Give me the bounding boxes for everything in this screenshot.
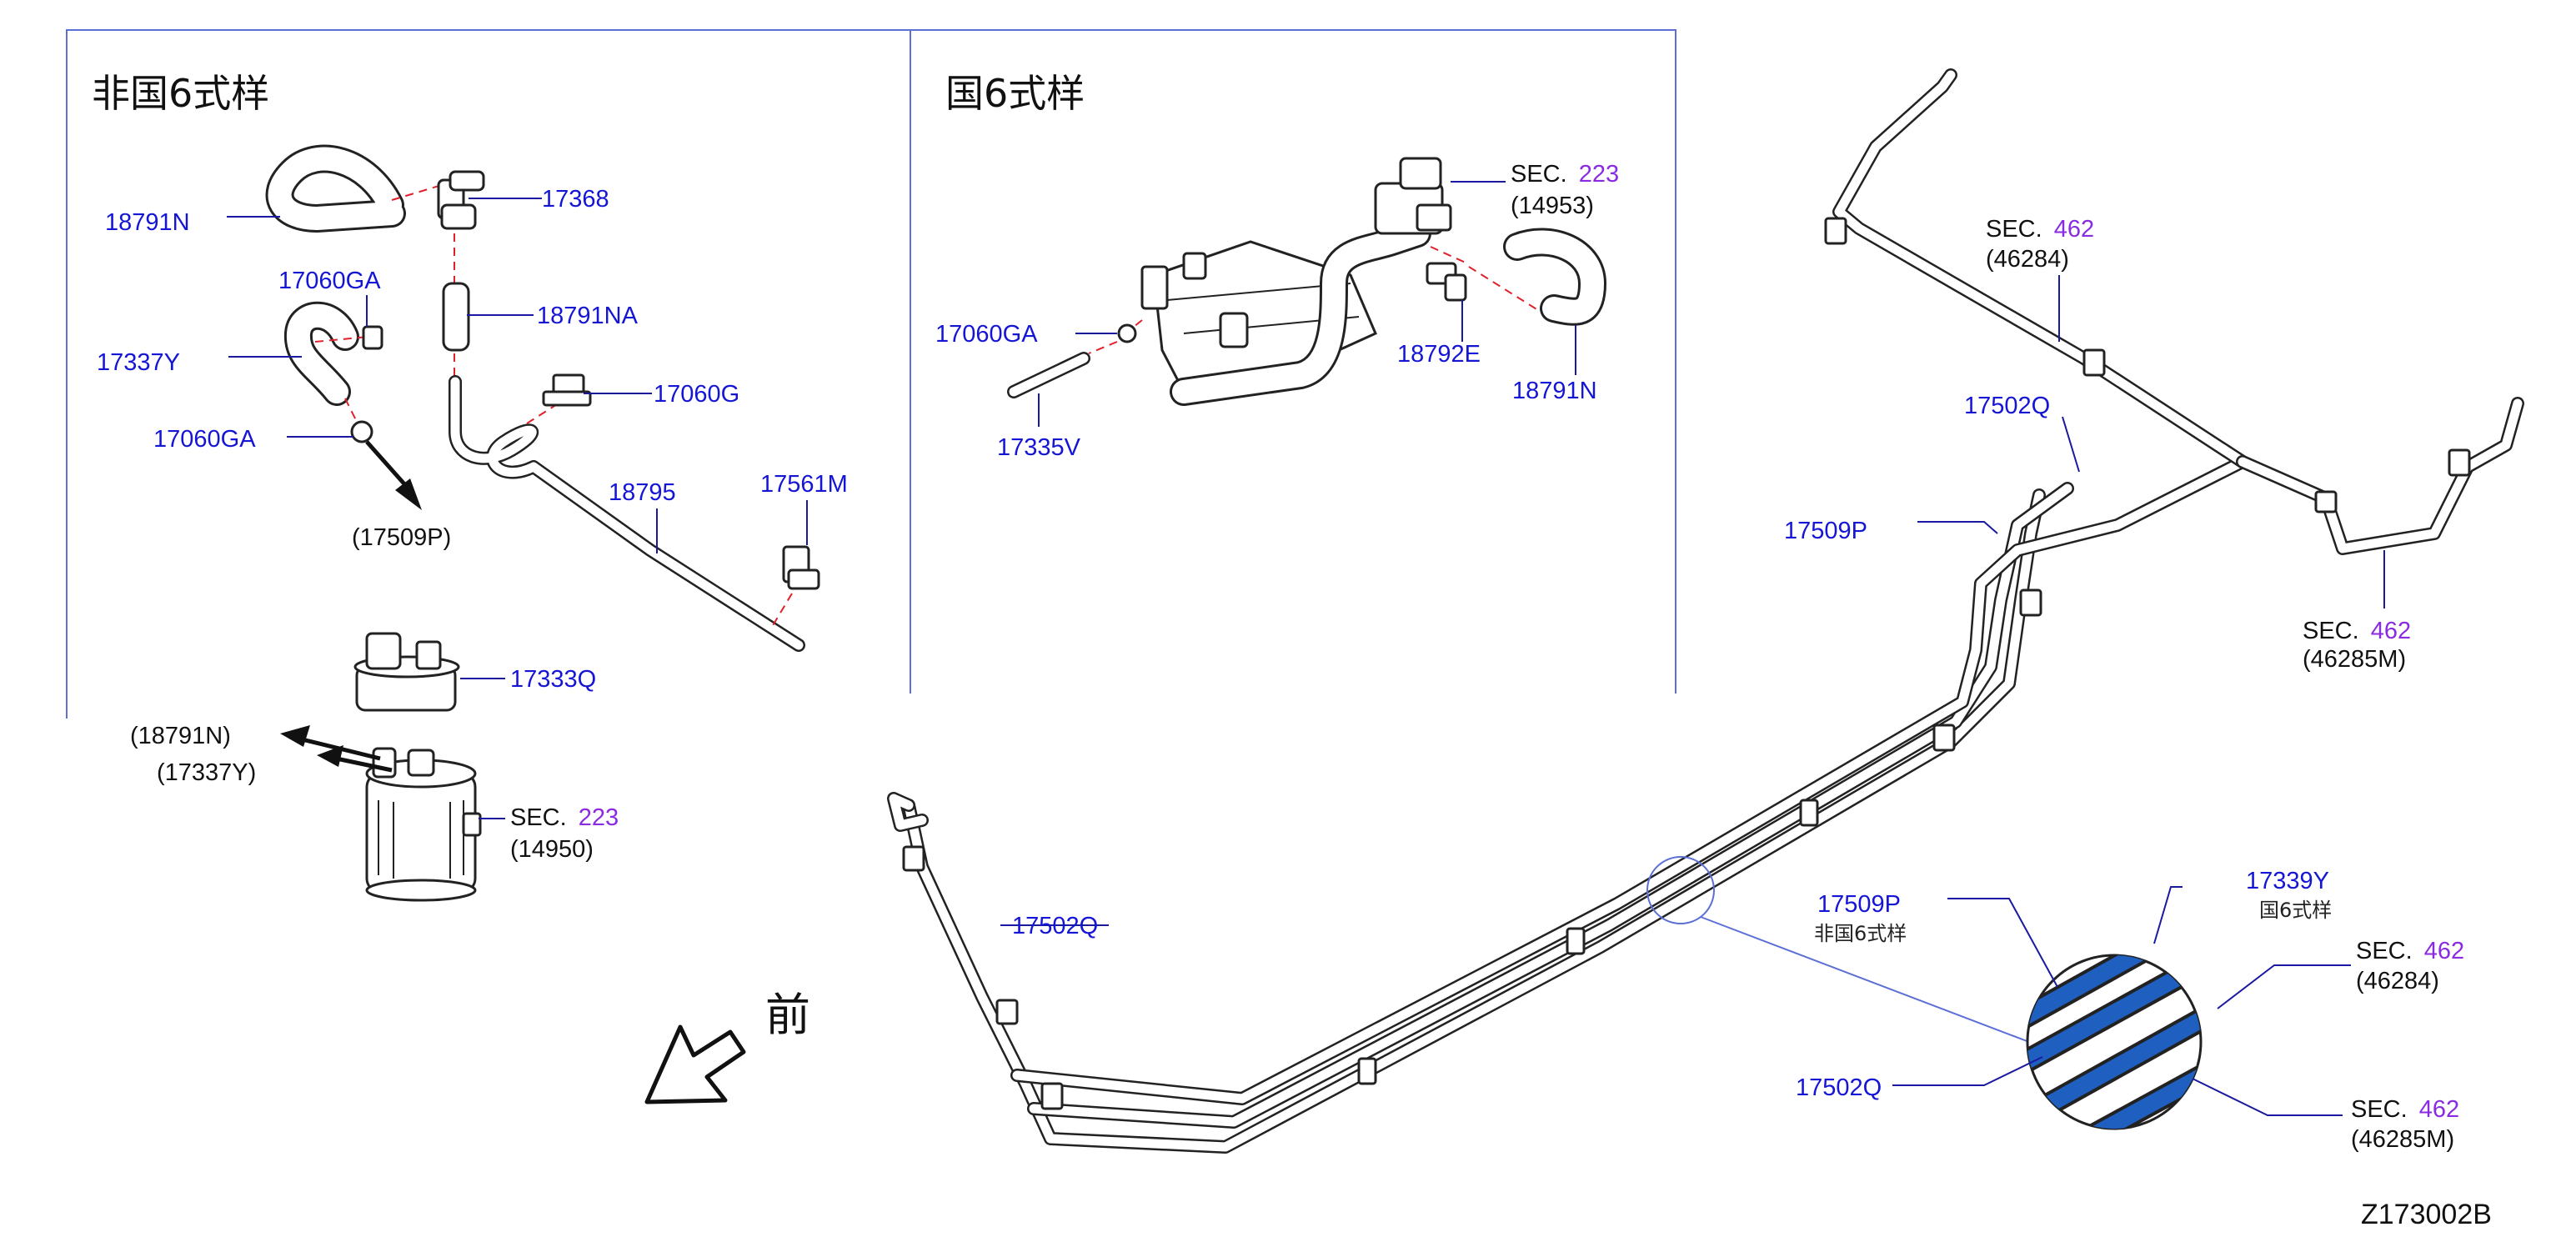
arrow-head [280,725,310,747]
clamp-17060GA-mid-drawing [1117,323,1137,343]
sec-number: 223 [579,804,619,831]
front-label: 前 [765,989,810,1041]
detail-label-17339Y: 17339Y [2246,868,2329,894]
left-leaders [227,198,808,819]
right-leaders [1000,275,2385,1116]
dash-line [1088,341,1118,354]
fitting-18792E-drawing [1426,262,1467,302]
detail-label-ref-46285M: (46285M) [2351,1126,2454,1153]
sec-number: 462 [2054,216,2094,243]
arrow-head [317,745,343,767]
label-ref-18791N: (18791N) [130,723,231,749]
sec-number: 462 [2371,618,2411,644]
dash-line [771,593,793,628]
label-17060G: 17060G [654,381,739,408]
label-17060GA-lower: 17060GA [153,426,256,453]
label-ref-46284: (46284) [1986,246,2069,273]
sec-number: 462 [2419,1096,2459,1123]
label-ref-17337Y: (17337Y) [157,759,256,786]
panel-frames [66,29,1676,719]
label-18792E: 18792E [1397,341,1481,368]
magnify-connector [1700,916,2030,1043]
bracket-hose-drawing [1170,219,1431,406]
label-sec-223-left: SEC. 223 [510,804,619,831]
label-17368: 17368 [542,186,609,213]
drawing-code: Z173002B [2361,1199,2492,1230]
sec-word: SEC. [510,804,567,831]
purge-valve-14953-drawing [1374,157,1452,235]
label-17502Q-left: 17502Q [1012,913,1098,939]
cover-17333Q-drawing [353,632,460,712]
canister-14950-drawing [365,747,482,902]
tube-18795-drawing [449,375,805,652]
hose-17337Y-drawing [283,301,359,406]
label-17509P: 17509P [1784,518,1867,544]
dash-line [344,398,359,426]
detail-label-17509P: 17509P [1817,891,1901,918]
sec-number: 223 [1579,161,1619,188]
label-18791N: 18791N [105,209,190,236]
detail-label-17502Q: 17502Q [1796,1074,1882,1101]
label-sec-462-46285M: SEC. 462 [2303,618,2411,644]
sec-number: 462 [2424,938,2464,964]
dash-line [1430,246,1468,264]
label-17060GA-upper: 17060GA [278,268,381,294]
fuel-line-bundle-drawing [887,68,2524,1154]
sec-word: SEC. [2351,1096,2408,1123]
arrow-to-17509P [365,440,408,488]
clip-17561M-drawing [782,545,820,590]
label-17333Q: 17333Q [510,666,596,693]
label-18791N-mid: 18791N [1512,378,1597,404]
sec-word: SEC. [1511,161,1567,188]
label-18795: 18795 [609,479,676,506]
heading-non-guo6: 非国6式样 [92,71,269,116]
detail-line-section [2026,954,2203,1130]
sec-word: SEC. [1986,216,2042,243]
arrow-to-18791N [291,734,381,761]
detail-label-sec-462-46285M: SEC. 462 [2351,1096,2459,1123]
dash-line [1468,266,1555,321]
detail-note-guo6: 国6式样 [2259,899,2332,922]
label-17502Q-top: 17502Q [1964,393,2050,419]
magnify-source-circle [1646,856,1715,924]
detail-note-non-guo6: 非国6式样 [1814,922,1907,945]
valve-17368-drawing [437,170,485,230]
detail-label-sec-462-46284: SEC. 462 [2356,938,2464,964]
label-sec-462-46284: SEC. 462 [1986,216,2094,243]
hose-18791N-drawing [265,144,406,233]
label-17060GA-mid: 17060GA [935,321,1038,348]
label-18791NA: 18791NA [537,303,639,329]
arrow-head [395,478,422,510]
dash-line [314,336,369,343]
label-ref-14950: (14950) [510,836,594,863]
middle-leaders [1038,181,1576,427]
label-17337Y: 17337Y [97,349,180,376]
label-sec-223-mid: SEC. 223 [1511,161,1619,188]
label-ref-46285M: (46285M) [2303,646,2406,673]
clamp-17060GA-drawing [362,325,383,350]
sec-word: SEC. [2303,618,2359,644]
dash-line [391,184,443,201]
label-ref-14953: (14953) [1511,193,1594,219]
sec-word: SEC. [2356,938,2413,964]
hose-18791N-mid-drawing [1503,228,1606,326]
clip-17060G-drawing [542,373,592,407]
clamp-17060GA-lower-drawing [350,420,373,443]
label-17561M: 17561M [760,471,848,498]
detail-label-ref-46284: (46284) [2356,968,2439,994]
front-arrow-icon [644,1024,746,1104]
tube-18791NA-drawing [442,282,470,352]
label-17335V: 17335V [997,434,1081,461]
label-ref-17509P: (17509P) [352,524,451,551]
tube-17335V-drawing [1007,352,1090,398]
heading-guo6: 国6式样 [945,71,1085,116]
